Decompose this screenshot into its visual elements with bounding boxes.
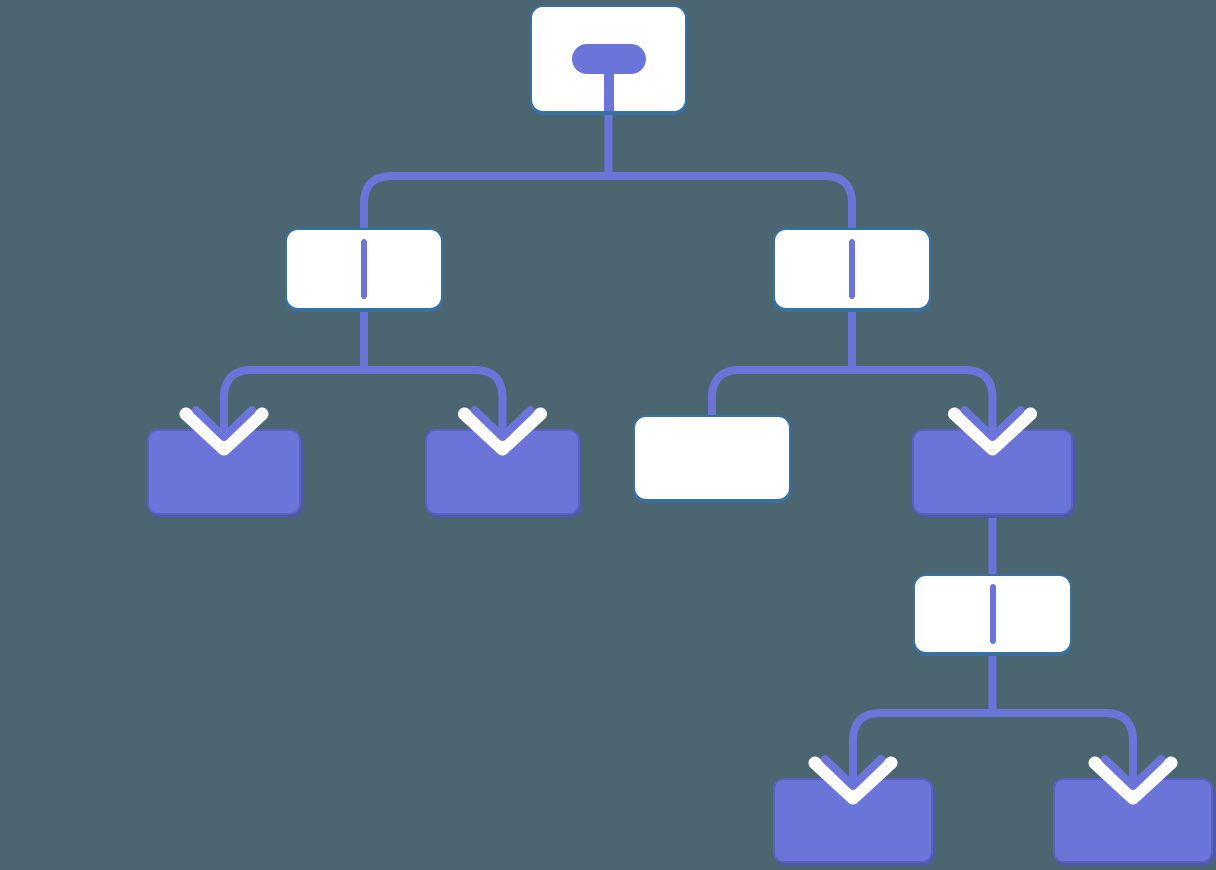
divider-tick-icon (989, 584, 996, 644)
node-branch-right-child[interactable] (913, 574, 1072, 654)
divider-tick-icon (361, 239, 367, 299)
node-root[interactable] (530, 5, 687, 113)
divider-tick-icon (849, 239, 855, 299)
node-leaf-left-1[interactable] (147, 429, 301, 515)
connector-branch-right-child-to-leaf-bottom-1 (849, 651, 997, 784)
connector-root-to-branch-right (604, 110, 856, 232)
connector-branch-right-to-leaf-right-selected (848, 307, 997, 435)
connector-root-to-branch-left (360, 110, 613, 232)
node-leaf-bottom-1[interactable] (773, 778, 933, 863)
node-branch-left[interactable] (285, 228, 443, 310)
connector-branch-right-to-child-right-plain (708, 307, 856, 419)
connector-branch-left-to-leaf-left-1 (220, 307, 368, 435)
connector-branch-right-child-to-leaf-bottom-2 (988, 651, 1137, 784)
connector-branch-left-to-leaf-left-2 (360, 307, 507, 435)
node-leaf-right-selected[interactable] (912, 429, 1073, 515)
node-branch-right[interactable] (773, 228, 931, 310)
node-leaf-bottom-2[interactable] (1053, 778, 1213, 863)
node-leaf-left-2[interactable] (425, 429, 580, 515)
root-pill-icon (571, 44, 646, 74)
node-child-right-plain[interactable] (633, 415, 791, 501)
root-stem-icon (603, 69, 614, 111)
